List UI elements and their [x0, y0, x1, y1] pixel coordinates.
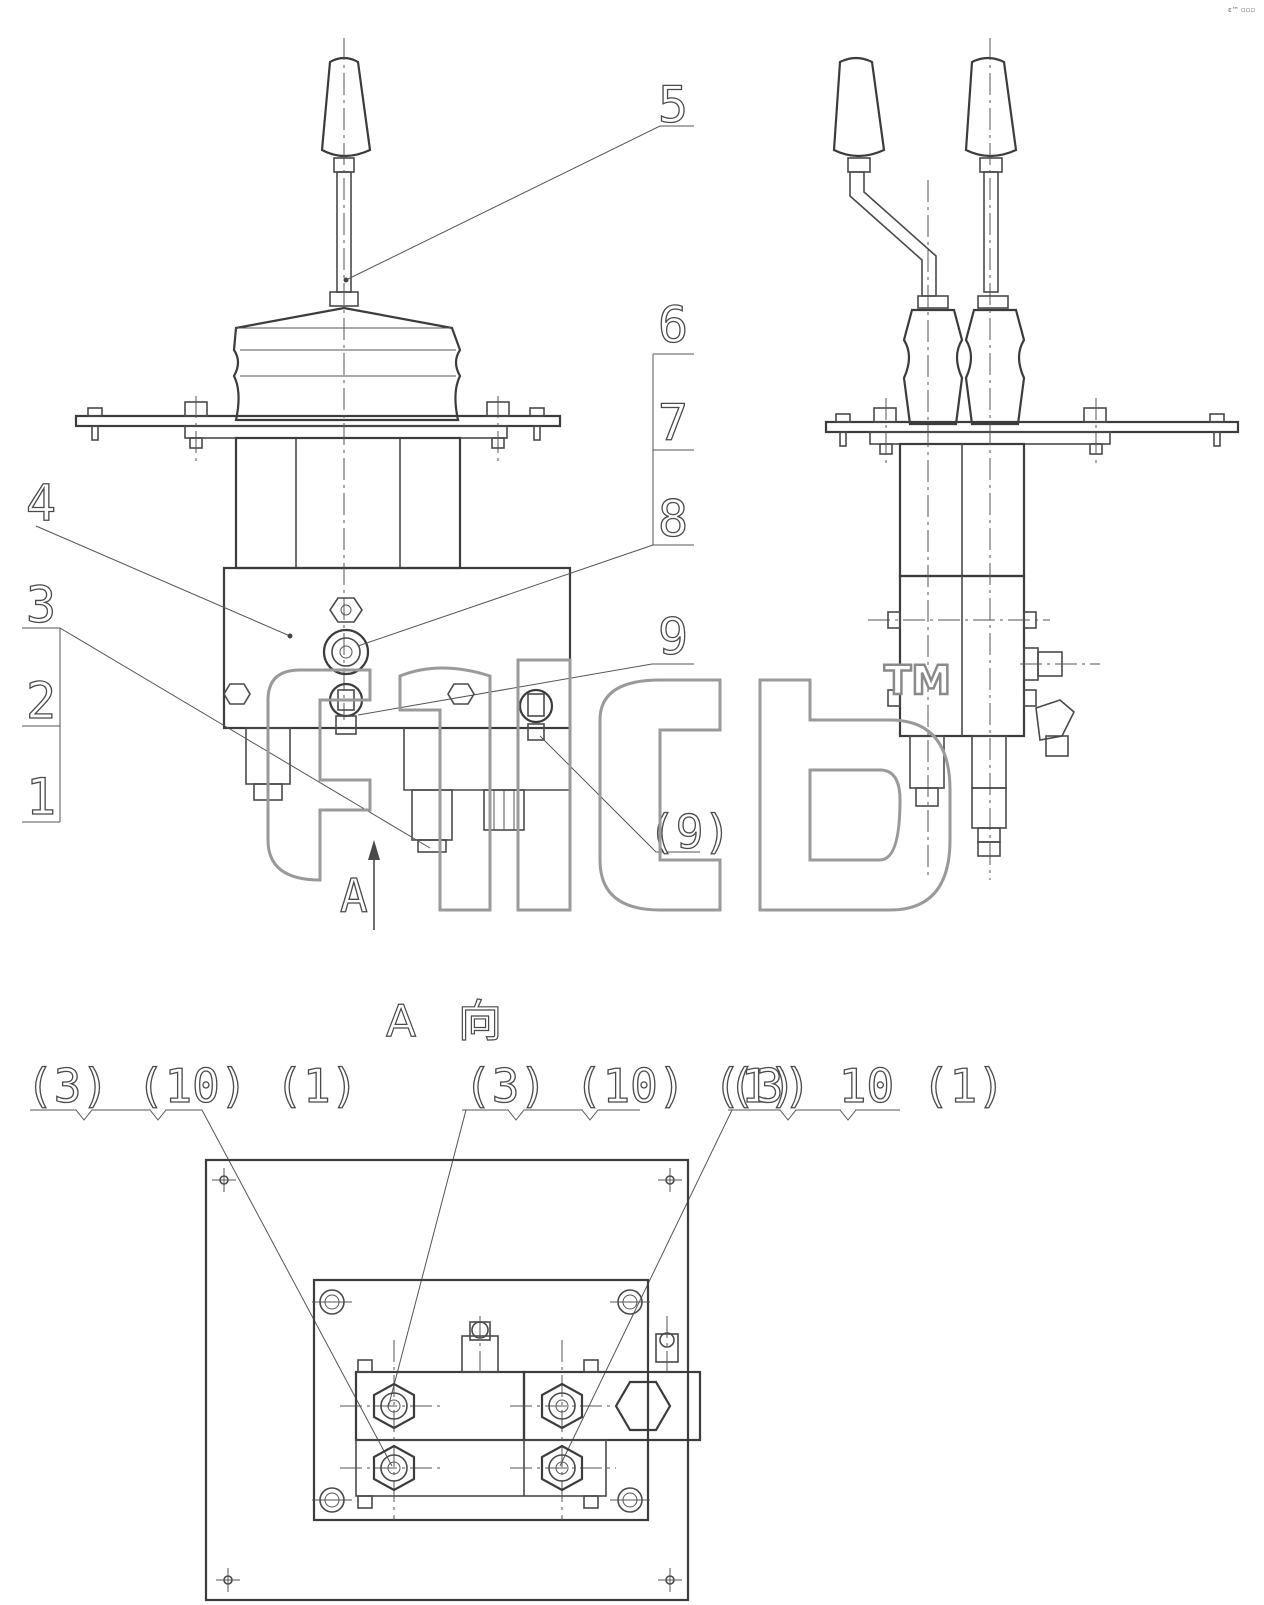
view-title-direction: 向	[458, 996, 502, 1047]
plate-bolt-right-outer	[529, 407, 545, 441]
inner-plate-holes	[312, 1289, 650, 1513]
bottom-callout-right: (3) 10 (1)	[728, 1059, 1005, 1113]
side-view	[824, 38, 1240, 880]
hex-fitting-upper-right	[540, 1382, 584, 1430]
bottom-callout-left: (3) (10) (1)	[26, 1059, 358, 1113]
callout-7: 7	[658, 394, 688, 452]
callout-2: 2	[26, 672, 56, 730]
bottom-callouts: (3) (10) (1) (3) (10) (1) (3) 10 (1)	[25, 1058, 1006, 1467]
watermark-trademark: TM	[884, 658, 951, 704]
front-view-leaders	[22, 125, 700, 853]
callout-1: 1	[26, 768, 56, 826]
callout-9: 9	[658, 608, 688, 666]
corner-holes	[212, 1168, 682, 1592]
callout-8: 8	[658, 490, 688, 548]
a-view	[204, 1158, 702, 1602]
hex-fitting-lower-left	[372, 1444, 416, 1492]
hex-fitting-upper-left	[372, 1382, 416, 1430]
watermark-logo	[266, 658, 952, 912]
front-view: A	[74, 38, 572, 930]
bottom-callout-middle: (3) (10) (1)	[464, 1059, 796, 1113]
view-arrow-label: A	[340, 869, 368, 923]
hex-fitting-lower-right	[540, 1444, 584, 1492]
callout-5: 5	[658, 76, 688, 134]
callout-6: 6	[658, 296, 688, 354]
view-title-letter: A	[386, 996, 416, 1047]
plate-bolt-left-outer	[87, 407, 103, 441]
corner-mark: ε™ ▫▫▫	[1228, 6, 1255, 14]
callout-4: 4	[26, 474, 56, 532]
callout-3: 3	[26, 576, 56, 634]
